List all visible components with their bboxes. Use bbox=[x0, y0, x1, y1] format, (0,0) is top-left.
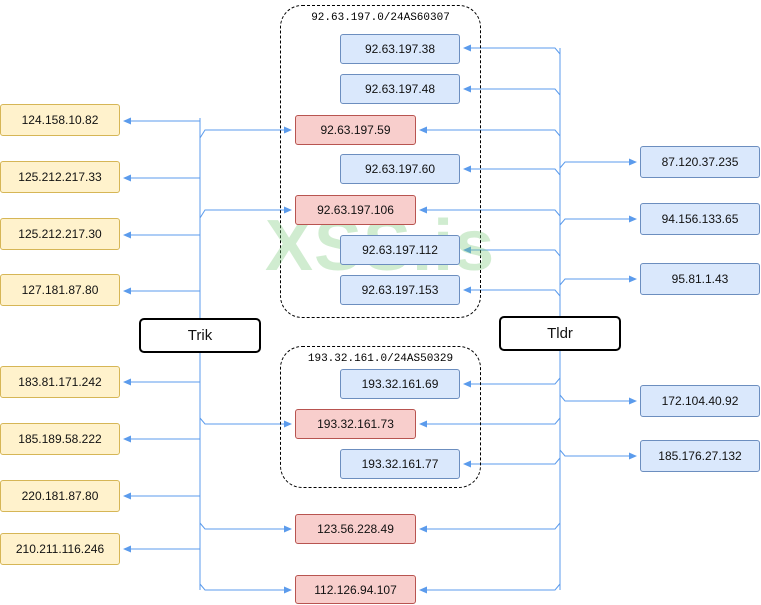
center-node[interactable]: 193.32.161.77 bbox=[340, 449, 460, 479]
hub-right[interactable]: Tldr bbox=[499, 316, 621, 351]
center-node[interactable]: 123.56.228.49 bbox=[295, 514, 416, 544]
center-node[interactable]: 92.63.197.60 bbox=[340, 154, 460, 184]
center-node[interactable]: 193.32.161.69 bbox=[340, 369, 460, 399]
right-node[interactable]: 94.156.133.65 bbox=[640, 203, 760, 235]
center-node[interactable]: 112.126.94.107 bbox=[295, 575, 416, 604]
right-node[interactable]: 185.176.27.132 bbox=[640, 440, 760, 472]
left-node[interactable]: 127.181.87.80 bbox=[0, 274, 120, 306]
center-node[interactable]: 92.63.197.112 bbox=[340, 235, 460, 265]
center-node[interactable]: 92.63.197.59 bbox=[295, 115, 416, 145]
left-node[interactable]: 210.211.116.246 bbox=[0, 533, 120, 565]
right-node[interactable]: 87.120.37.235 bbox=[640, 146, 760, 178]
left-node[interactable]: 220.181.87.80 bbox=[0, 480, 120, 512]
group-193-32-161: 193.32.161.0/24AS50329 bbox=[280, 346, 481, 488]
group-92-63-197: 92.63.197.0/24AS60307 bbox=[280, 5, 481, 318]
center-node[interactable]: 92.63.197.153 bbox=[340, 275, 460, 305]
group-label: 193.32.161.0/24AS50329 bbox=[307, 353, 454, 365]
left-node[interactable]: 124.158.10.82 bbox=[0, 104, 120, 136]
hub-left[interactable]: Trik bbox=[139, 318, 261, 353]
left-node[interactable]: 185.189.58.222 bbox=[0, 423, 120, 455]
left-node[interactable]: 125.212.217.30 bbox=[0, 218, 120, 250]
left-node[interactable]: 125.212.217.33 bbox=[0, 161, 120, 193]
center-node[interactable]: 193.32.161.73 bbox=[295, 409, 416, 439]
left-node[interactable]: 183.81.171.242 bbox=[0, 366, 120, 398]
group-label: 92.63.197.0/24AS60307 bbox=[311, 12, 450, 24]
right-node[interactable]: 172.104.40.92 bbox=[640, 385, 760, 417]
center-node[interactable]: 92.63.197.38 bbox=[340, 34, 460, 64]
center-node[interactable]: 92.63.197.48 bbox=[340, 74, 460, 104]
center-node[interactable]: 92.63.197.106 bbox=[295, 195, 416, 225]
right-node[interactable]: 95.81.1.43 bbox=[640, 263, 760, 295]
